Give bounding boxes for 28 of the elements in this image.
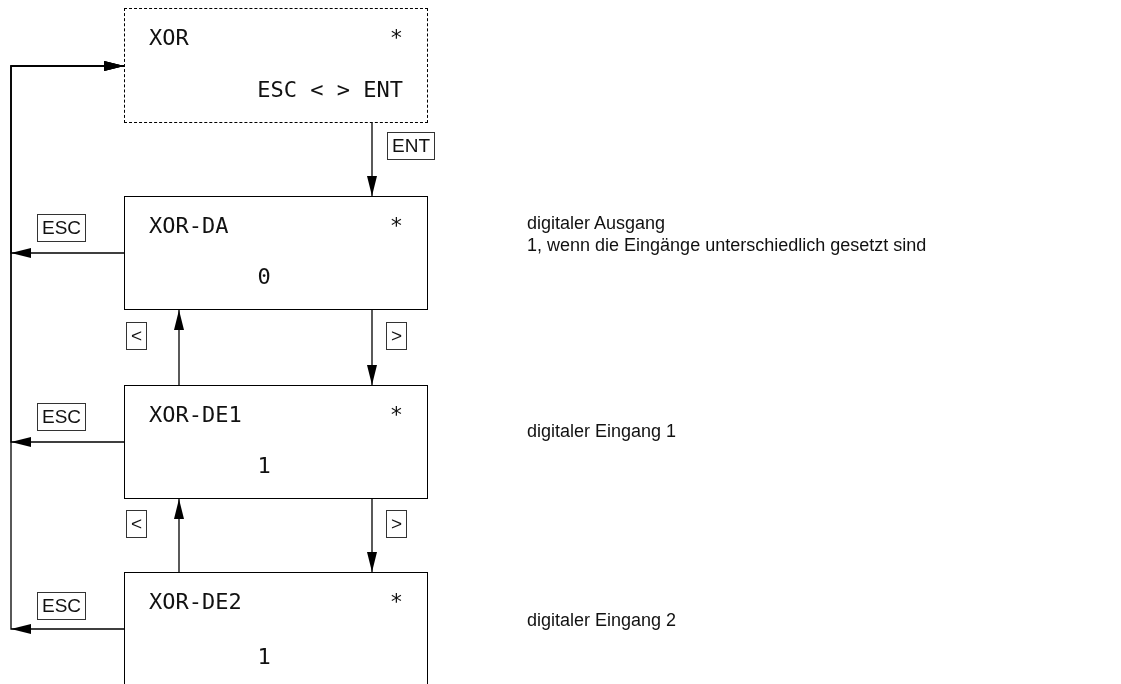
- menu-title: XOR: [149, 25, 190, 52]
- marker-symbol: *: [389, 25, 403, 52]
- key-label: >: [386, 322, 408, 350]
- display-value: 0: [256, 264, 272, 291]
- key-label: ESC: [37, 403, 87, 431]
- menu-title: XOR-DE2: [149, 589, 243, 616]
- display-box: [124, 8, 428, 123]
- display-value: 1: [256, 453, 272, 480]
- key-label: <: [126, 510, 148, 538]
- description-text: 1, wenn die Eingänge unterschiedlich gesetzt sind: [527, 234, 928, 256]
- marker-symbol: *: [389, 589, 403, 616]
- key-label: ESC: [37, 214, 87, 242]
- key-label: ENT: [387, 132, 435, 160]
- menu-title: XOR-DE1: [149, 402, 243, 429]
- key-label: >: [386, 510, 408, 538]
- display-box: [124, 572, 428, 684]
- marker-symbol: *: [389, 213, 403, 240]
- description-text: digitaler Ausgang: [527, 212, 667, 234]
- key-label: ESC: [37, 592, 87, 620]
- marker-symbol: *: [389, 402, 403, 429]
- display-value: ESC < > ENT: [256, 76, 403, 104]
- description-text: digitaler Eingang 1: [527, 420, 678, 442]
- display-box: [124, 196, 428, 310]
- menu-title: XOR-DA: [149, 213, 230, 240]
- display-box: [124, 385, 428, 499]
- description-text: digitaler Eingang 2: [527, 609, 678, 631]
- display-value: 1: [256, 643, 272, 671]
- key-label: <: [126, 322, 148, 350]
